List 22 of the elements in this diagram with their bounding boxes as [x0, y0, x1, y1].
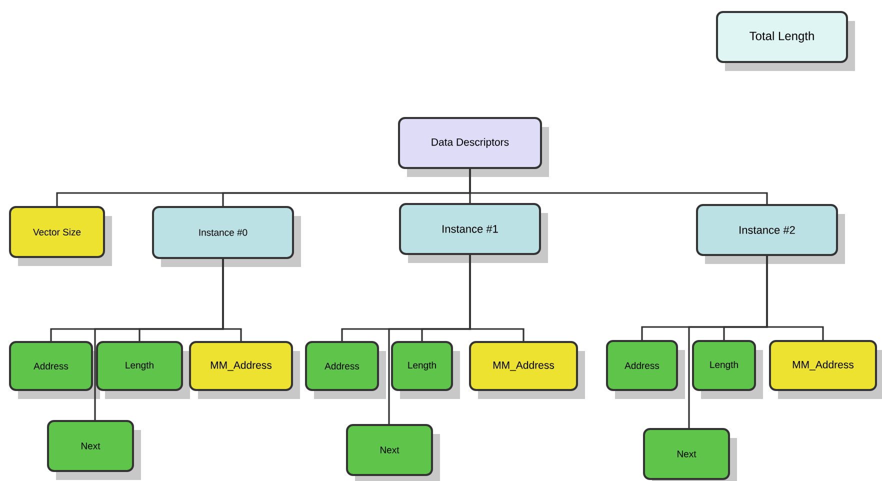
box: Next — [47, 420, 142, 480]
box: Length — [692, 340, 763, 399]
box: Address — [606, 340, 685, 399]
box: Next — [346, 424, 440, 481]
connector — [469, 169, 768, 204]
box: Address — [305, 341, 386, 399]
box: Length — [391, 341, 460, 399]
connector — [388, 255, 471, 425]
box: Address — [9, 341, 100, 399]
box: Vector Size — [9, 206, 112, 266]
box: Data Descriptors — [398, 117, 549, 177]
box: Next — [643, 428, 737, 481]
box: MM_Address — [189, 341, 300, 399]
box: MM_Address — [769, 340, 882, 399]
box: Instance #2 — [696, 204, 845, 264]
box: MM_Address — [469, 341, 585, 399]
connector — [688, 256, 768, 429]
connector — [94, 259, 224, 421]
box: Instance #0 — [152, 206, 301, 267]
box: Instance #1 — [399, 203, 548, 263]
box: Total Length — [716, 11, 855, 71]
box: Length — [96, 341, 190, 399]
